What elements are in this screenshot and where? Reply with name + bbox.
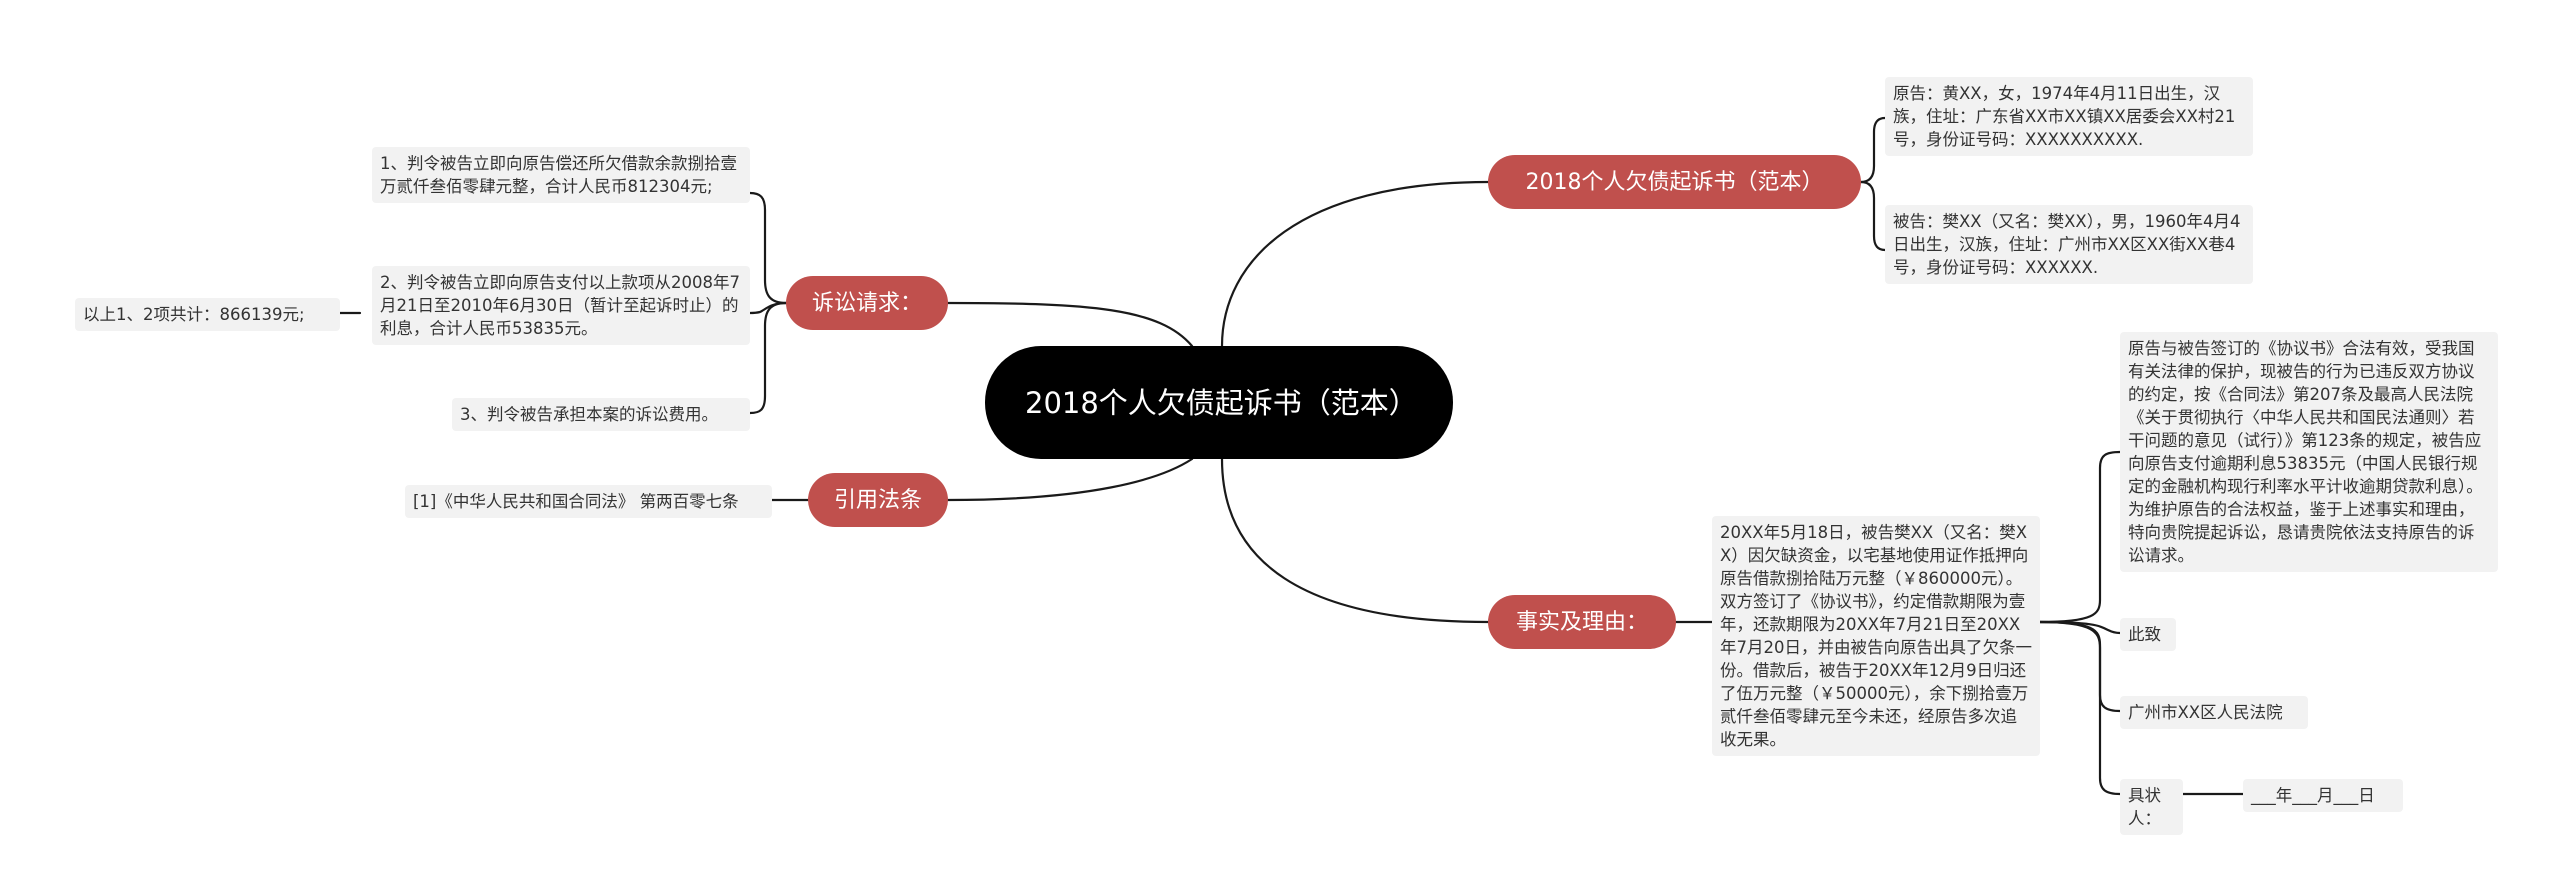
leaf-claim-2-total-text: 以上1、2项共计：866139元; (83, 305, 305, 324)
leaf-facts-closing[interactable]: 此致 (2120, 618, 2176, 651)
link-template-bracket-2 (1859, 180, 1887, 252)
leaf-facts-detail-text: 20XX年5月18日，被告樊XX（又名：樊XX）因欠缺资金，以宅基地使用证作抵押… (1720, 523, 2032, 749)
leaf-law-article-text: [1]《中华人民共和国合同法》 第两百零七条 (413, 492, 739, 511)
leaf-claim-1-text: 1、判令被告立即向原告偿还所欠借款余款捌拾壹万贰仟叁佰零肆元整，合计人民币812… (380, 154, 737, 196)
leaf-facts-date[interactable]: ___年___月___日 (2243, 779, 2403, 812)
leaf-facts-reason-text: 原告与被告签订的《协议书》合法有效，受我国有关法律的保护，现被告的行为已违反双方… (2128, 339, 2483, 565)
link-root-law (946, 457, 1194, 502)
root-title: 2018个人欠债起诉书（范本） (1025, 385, 1418, 420)
leaf-claim-2[interactable]: 2、判令被告立即向原告支付以上款项从2008年7月21日至2010年6月30日（… (372, 266, 750, 345)
leaf-claim-2-text: 2、判令被告立即向原告支付以上款项从2008年7月21日至2010年6月30日（… (380, 273, 740, 338)
branch-template-label: 2018个人欠债起诉书（范本） (1525, 169, 1824, 195)
branch-claims-label: 诉讼请求： (811, 290, 922, 316)
leaf-facts-signer[interactable]: 具状人： (2120, 779, 2183, 835)
leaf-facts-court-text: 广州市XX区人民法院 (2128, 703, 2283, 722)
link-detail-signer (2038, 620, 2122, 796)
leaf-claim-3-text: 3、判令被告承担本案的诉讼费用。 (460, 405, 718, 424)
leaf-plaintiff-text: 原告：黄XX，女，1974年4月11日出生，汉族，住址：广东省XX市XX镇XX居… (1893, 84, 2236, 149)
leaf-plaintiff[interactable]: 原告：黄XX，女，1974年4月11日出生，汉族，住址：广东省XX市XX镇XX居… (1885, 77, 2253, 156)
leaf-defendant[interactable]: 被告：樊XX（又名：樊XX），男，1960年4月4日出生，汉族，住址：广州市XX… (1885, 205, 2253, 284)
leaf-claim-2-total[interactable]: 以上1、2项共计：866139元; (75, 298, 340, 331)
leaf-claim-3[interactable]: 3、判令被告承担本案的诉讼费用。 (452, 398, 750, 431)
link-root-claims (946, 301, 1194, 348)
leaf-defendant-text: 被告：樊XX（又名：樊XX），男，1960年4月4日出生，汉族，住址：广州市XX… (1893, 212, 2241, 277)
link-template-bracket (1859, 116, 1887, 184)
branch-claims[interactable]: 诉讼请求： (786, 276, 948, 330)
root-topic[interactable]: 2018个人欠债起诉书（范本） (985, 346, 1453, 459)
leaf-facts-date-text: ___年___月___日 (2251, 786, 2375, 805)
link-root-facts (1220, 457, 1490, 624)
leaf-facts-court[interactable]: 广州市XX区人民法院 (2120, 696, 2308, 729)
link-claims-item1 (748, 191, 788, 305)
branch-facts[interactable]: 事实及理由： (1488, 595, 1676, 649)
branch-law[interactable]: 引用法条 (808, 473, 948, 527)
leaf-facts-detail[interactable]: 20XX年5月18日，被告樊XX（又名：樊XX）因欠缺资金，以宅基地使用证作抵押… (1712, 516, 2040, 756)
branch-facts-label: 事实及理由： (1515, 609, 1648, 635)
link-claims-item3 (748, 301, 788, 415)
link-detail-court (2038, 620, 2122, 713)
leaf-facts-closing-text: 此致 (2128, 625, 2161, 644)
leaf-law-article[interactable]: [1]《中华人民共和国合同法》 第两百零七条 (405, 485, 772, 518)
leaf-facts-signer-text: 具状人： (2128, 786, 2161, 828)
branch-law-label: 引用法条 (833, 487, 922, 513)
leaf-facts-reason[interactable]: 原告与被告签订的《协议书》合法有效，受我国有关法律的保护，现被告的行为已违反双方… (2120, 332, 2498, 572)
leaf-claim-1[interactable]: 1、判令被告立即向原告偿还所欠借款余款捌拾壹万贰仟叁佰零肆元整，合计人民币812… (372, 147, 750, 203)
link-detail-reason (2038, 450, 2122, 624)
link-root-template (1220, 180, 1490, 348)
link-detail-closing (2038, 620, 2122, 635)
branch-template[interactable]: 2018个人欠债起诉书（范本） (1488, 155, 1861, 209)
